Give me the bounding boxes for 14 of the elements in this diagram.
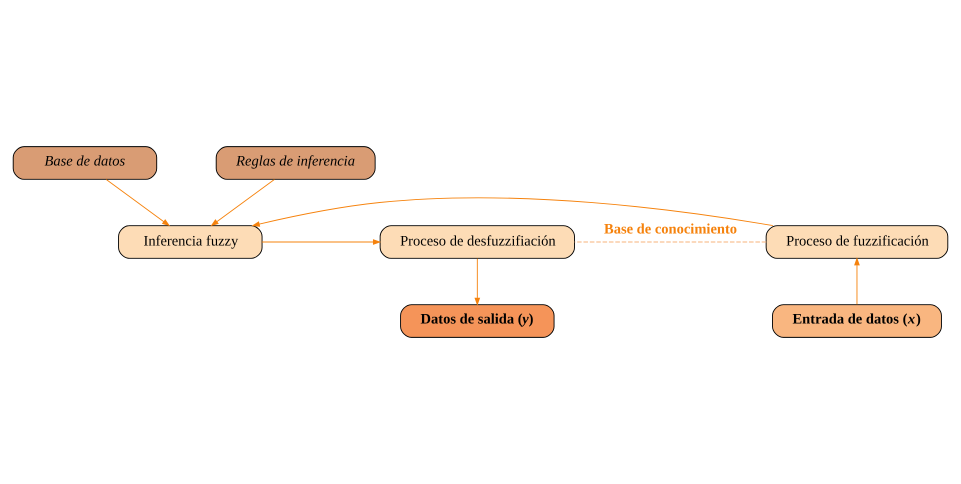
arrow xyxy=(252,197,774,227)
arrow xyxy=(262,239,382,245)
node-box: Reglas de inferencia xyxy=(216,146,376,180)
node-box: Base de datos xyxy=(12,146,158,180)
edge-label: Base de conocimiento xyxy=(604,222,738,238)
node-box: Entrada de datos (x) xyxy=(772,304,942,338)
node-box: Inferencia fuzzy xyxy=(118,225,263,259)
node-box: Proceso de desfuzzifiación xyxy=(380,225,575,259)
arrow xyxy=(474,258,480,306)
node-box: Datos de salida (y) xyxy=(400,304,555,338)
node-box: Proceso de fuzzificación xyxy=(766,225,948,259)
arrow xyxy=(210,179,275,226)
arrow xyxy=(854,257,860,305)
arrow xyxy=(106,179,170,226)
